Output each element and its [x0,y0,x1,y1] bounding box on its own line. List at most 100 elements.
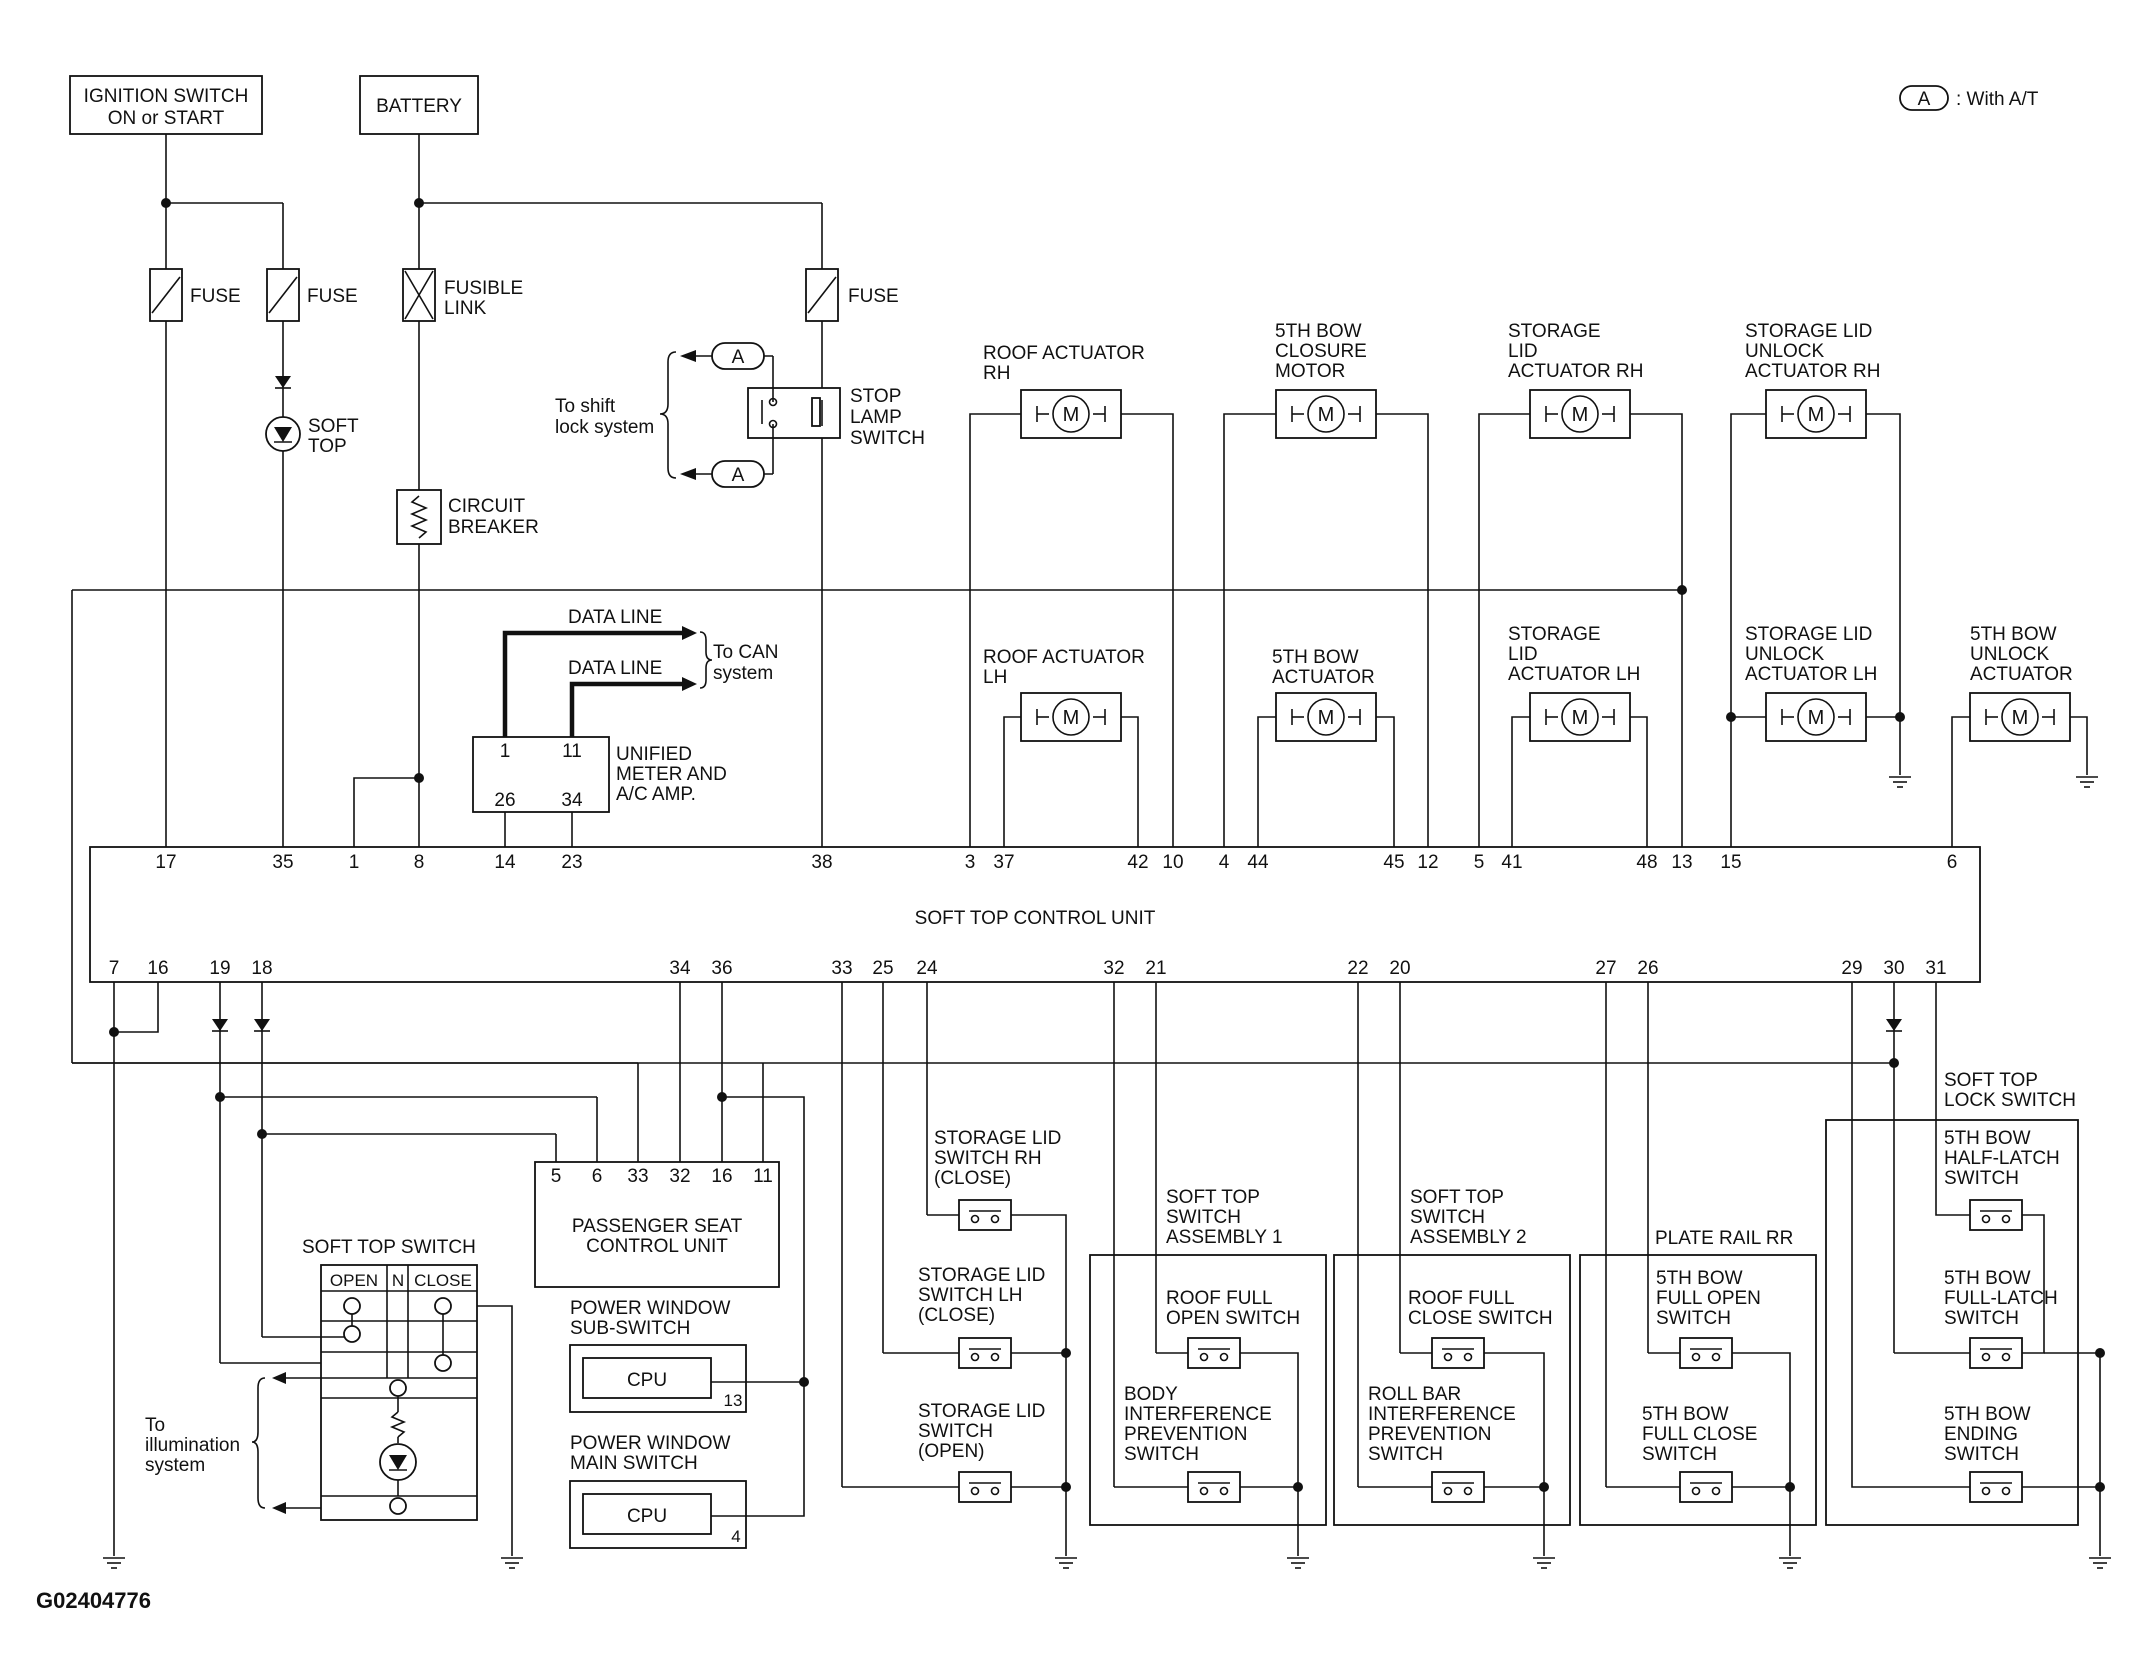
unlock-rh-label-3: ACTUATOR RH [1745,361,1880,382]
unified-meter-ac-amp: 1 11 26 34 UNIFIED METER AND A/C AMP. [472,736,727,847]
assy1-label-1: SOFT TOP [1166,1187,1260,1208]
cu-bottom-pin-31: 31 [1925,958,1946,979]
bow-full-open-label-1: 5TH BOW [1656,1268,1743,1289]
cu-top-pin-4: 4 [1219,852,1230,873]
fuse-2-label: FUSE [307,286,358,307]
ps-pin-16: 16 [711,1166,732,1187]
bow-full-close-label-1: 5TH BOW [1642,1404,1729,1425]
roof-full-open-label-2: OPEN SWITCH [1166,1308,1300,1329]
power-window-sub-switch: POWER WINDOW SUB-SWITCH CPU 13 [569,1298,809,1413]
roof-actuator-rh: ROOF ACTUATOR RH [969,343,1174,847]
legend-symbol: A [1918,89,1931,110]
rollbar-interf-label-1: ROLL BAR [1368,1384,1461,1405]
lid-actuator-lh-label-2: LID [1508,644,1538,665]
switch-open-label: OPEN [330,1271,378,1290]
cu-top-pin-10: 10 [1162,852,1183,873]
pw-sub-pin: 13 [724,1391,743,1410]
fifth-bow-unlock-actuator: 5TH BOW UNLOCK ACTUATOR [1951,624,2099,847]
meter-pin-11: 11 [562,741,582,762]
full-latch-label-2: FULL-LATCH [1944,1288,2058,1309]
stop-lamp-switch: A A STOP LAMP SWITCH To shift lock syste… [555,342,925,488]
meter-label-2: METER AND [616,764,727,785]
bow-actuator-label-1: 5TH BOW [1272,647,1359,668]
passenger-seat-label-2: CONTROL UNIT [586,1236,728,1257]
stop-lamp-label-2: LAMP [850,407,902,428]
lock-switch-label-2: LOCK SWITCH [1944,1090,2076,1111]
lid-switch-rh-label-2: SWITCH RH [934,1148,1042,1169]
cu-bottom-pin-27: 27 [1595,958,1616,979]
roof-full-close-label-2: CLOSE SWITCH [1408,1308,1553,1329]
body-interf-label-2: INTERFERENCE [1124,1404,1272,1425]
soft-top-switch: SOFT TOP SWITCH OPEN N CLOSE [145,1237,524,1569]
cu-top-pin-13: 13 [1671,852,1692,873]
to-can-label-2: system [713,663,773,684]
cu-bottom-pin-20: 20 [1389,958,1410,979]
meter-pin-1: 1 [500,741,511,762]
pw-main-label-2: MAIN SWITCH [570,1453,698,1474]
pw-sub-label-1: POWER WINDOW [570,1298,730,1319]
ending-label-2: ENDING [1944,1424,2018,1445]
battery: BATTERY [359,75,479,135]
roof-full-close-label-1: ROOF FULL [1408,1288,1515,1309]
with-at-legend: A : With A/T [1899,85,2039,111]
roof-full-open-label-1: ROOF FULL [1166,1288,1273,1309]
stop-lamp-label-1: STOP [850,386,901,407]
ignition-wiring [161,134,284,860]
cu-bottom-pin-25: 25 [872,958,893,979]
ending-label-1: 5TH BOW [1944,1404,2031,1425]
assy2-label-2: SWITCH [1410,1207,1485,1228]
soft-top-switch-assembly-2: SOFT TOP SWITCH ASSEMBLY 2 ROOF FULL CLO… [1333,982,1571,1569]
bow-unlock-label-1: 5TH BOW [1970,624,2057,645]
rollbar-interf-label-3: PREVENTION [1368,1424,1492,1445]
lid-actuator-lh-label-3: ACTUATOR LH [1508,664,1640,685]
soft-top-indicator-lamp: SOFT TOP [265,375,359,457]
roof-actuator-lh-label-1: ROOF ACTUATOR [983,647,1145,668]
control-unit-title: SOFT TOP CONTROL UNIT [915,908,1156,929]
unlock-rh-label-2: UNLOCK [1745,341,1825,362]
fifth-bow-actuator: 5TH BOW ACTUATOR [1257,647,1395,847]
lid-actuator-rh-label-3: ACTUATOR RH [1508,361,1643,382]
lower-left-wiring [72,982,805,1569]
cu-top-pin-3: 3 [965,852,976,873]
soft-top-lock-switch: SOFT TOP LOCK SWITCH 5TH BOW HALF-LATCH … [1825,982,2112,1569]
diagram-code: G02404776 [36,1588,151,1613]
soft-top-lamp-label-2: TOP [308,436,347,457]
cu-bottom-pin-36: 36 [711,958,732,979]
pw-main-label-1: POWER WINDOW [570,1433,730,1454]
ps-pin-32: 32 [669,1166,690,1187]
ps-pin-33: 33 [627,1166,648,1187]
lid-switch-lh-label-1: STORAGE LID [918,1265,1045,1286]
soft-top-switch-title: SOFT TOP SWITCH [302,1237,476,1258]
ignition-label-2: ON or START [108,108,225,129]
cu-top-pin-42: 42 [1127,852,1148,873]
storage-lid-actuator-rh: STORAGE LID ACTUATOR RH [1478,321,1683,847]
storage-lid-switches: STORAGE LID SWITCH RH (CLOSE) STORAGE LI… [841,982,1078,1569]
meter-pin-26: 26 [494,790,515,811]
cu-top-pin-41: 41 [1501,852,1522,873]
to-illum-label-3: system [145,1455,205,1476]
cu-bottom-pin-29: 29 [1841,958,1862,979]
cu-bottom-pin-21: 21 [1145,958,1166,979]
assy2-label-3: ASSEMBLY 2 [1410,1227,1527,1248]
cu-top-pin-44: 44 [1247,852,1269,873]
lid-switch-rh-label-1: STORAGE LID [934,1128,1061,1149]
cu-top-pin-1: 1 [349,852,360,873]
meter-pin-34: 34 [561,790,583,811]
to-illum-label-1: To [145,1415,165,1436]
body-interf-label-3: PREVENTION [1124,1424,1248,1445]
fusible-link: FUSIBLE LINK [402,268,523,322]
cu-top-pin-8: 8 [414,852,425,873]
cu-top-pin-37: 37 [993,852,1014,873]
stop-lamp-label-3: SWITCH [850,428,925,449]
cu-top-pin-45: 45 [1383,852,1404,873]
ps-pin-6: 6 [592,1166,603,1187]
unlock-lh-label-1: STORAGE LID [1745,624,1872,645]
soft-top-lamp-label-1: SOFT [308,416,359,437]
body-interf-label-4: SWITCH [1124,1444,1199,1465]
assy1-label-2: SWITCH [1166,1207,1241,1228]
storage-lid-unlock-actuator-rh: STORAGE LID UNLOCK ACTUATOR RH [1730,321,1901,847]
